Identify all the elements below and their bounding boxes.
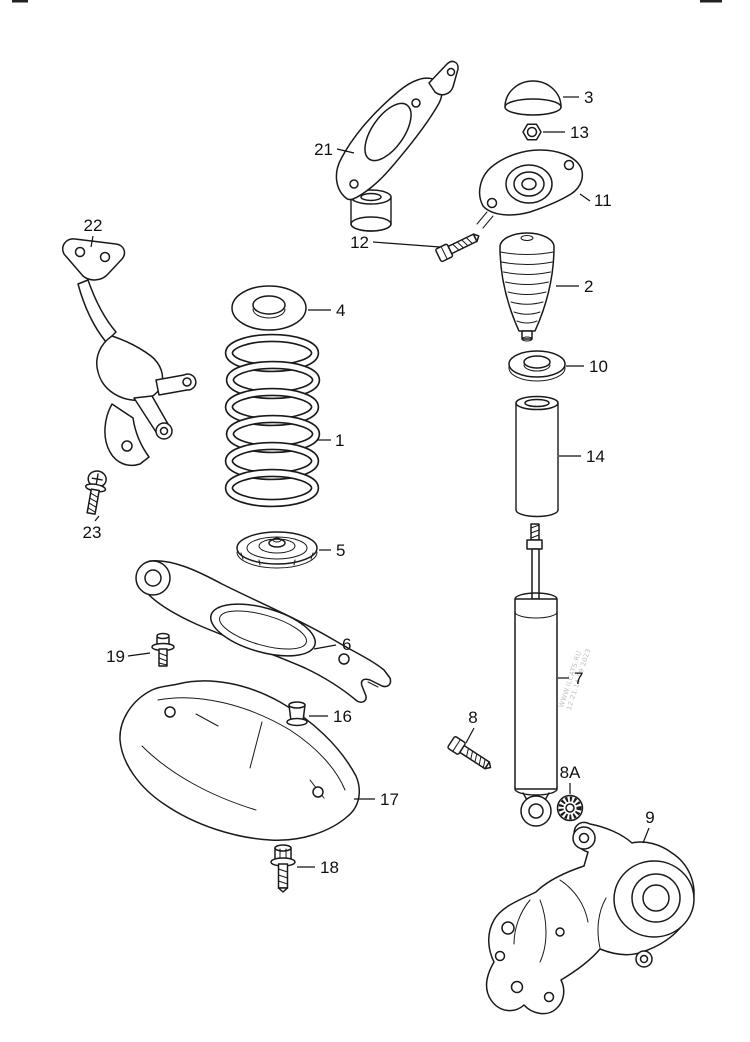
scan-artifacts [12,0,722,3]
part-lower-control-arm [135,560,392,703]
part-spring-seat [508,350,566,382]
part-bolt-18 [270,844,296,893]
leader-lines [90,96,650,868]
part-cover-plate [119,680,361,841]
callout-label-19: 19 [106,647,125,666]
leader-21 [336,148,355,154]
callout-label-3: 3 [584,88,593,107]
part-cap-16 [286,701,308,727]
part-protective-cap [504,80,562,116]
callout-label-1: 1 [335,431,344,450]
leader-11 [579,193,591,202]
part-lower-spring-pad [236,531,318,569]
callout-label-9: 9 [645,808,654,827]
part-bolt-23 [84,470,107,515]
callout-label-13: 13 [570,123,589,142]
part-bump-stop [499,232,555,342]
part-bolt-19 [151,632,175,667]
callout-label-18: 18 [320,858,339,877]
leader-8 [465,727,475,744]
part-nut [522,123,542,141]
callout-label-5: 5 [336,541,345,560]
callout-label-10: 10 [589,357,608,376]
callout-label-12: 12 [350,233,369,252]
callout-label-11: 11 [594,191,612,210]
callout-label-17: 17 [380,790,399,809]
part-bolt-12 [435,233,480,263]
leader-6 [313,644,337,650]
leader-9 [642,827,650,844]
callout-label-8: 8 [468,708,477,727]
part-bracket-22 [62,238,197,467]
callout-label-2: 2 [584,277,593,296]
callout-label-7: 7 [574,669,583,688]
callout-label-21: 21 [314,140,333,159]
callout-label-16: 16 [333,707,352,726]
part-coil-spring [224,333,321,508]
callout-label-14: 14 [586,447,605,466]
part-wheel-carrier [485,821,695,1015]
part-splined-bearing [556,794,584,822]
part-protective-sleeve [515,395,559,518]
leader-19 [127,652,151,657]
callout-label-4: 4 [336,301,345,320]
callout-label-23: 23 [83,523,102,542]
part-bolt-8 [447,736,492,770]
part-shock-absorber [514,523,558,827]
callout-label-8a: 8A [560,763,581,782]
part-bracket-21 [335,60,459,232]
callout-label-22: 22 [84,216,103,235]
leader-23 [94,515,100,522]
callout-label-6: 6 [342,635,351,654]
callout-labels: 1 2 3 4 5 6 7 8 8A 9 10 11 12 13 14 16 1… [83,88,655,877]
leader-12 [372,241,441,248]
part-upper-spring-pad [231,285,307,331]
part-upper-strut-mount [476,149,583,229]
leader-22 [90,235,94,248]
